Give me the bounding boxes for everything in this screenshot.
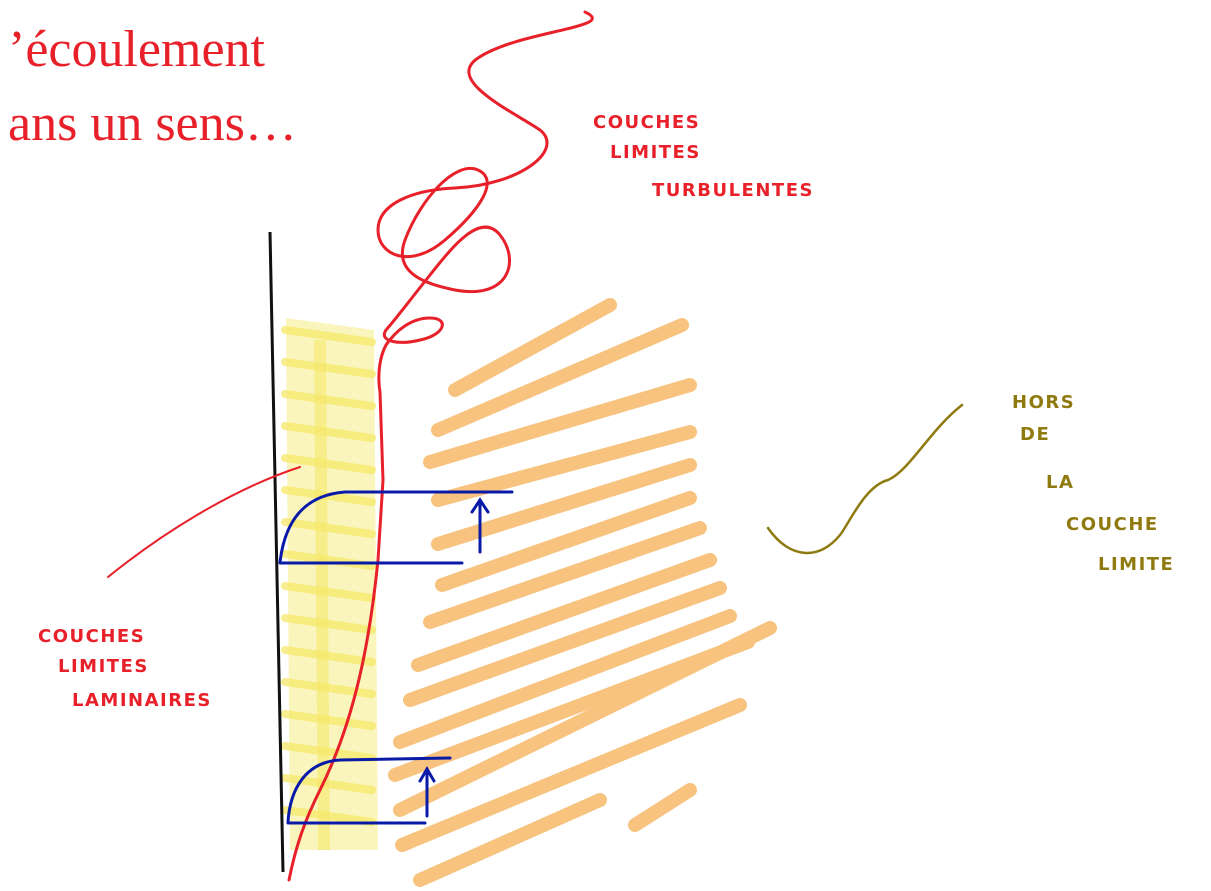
outside-label-line-2: DE	[1020, 424, 1050, 445]
laminar-label: COUCHES LIMITES LAMINAIRES	[38, 626, 212, 711]
turbulent-label: COUCHES LIMITES TURBULENTES	[593, 112, 814, 201]
laminar-layer-highlight	[281, 318, 378, 851]
turbulent-label-line-3: TURBULENTES	[652, 180, 814, 201]
outer-flow-hatching	[388, 298, 777, 887]
turbulent-label-line-2: LIMITES	[610, 142, 701, 163]
outside-label-line-4: COUCHE	[1066, 514, 1159, 535]
laminar-label-line-3: LAMINAIRES	[72, 690, 212, 711]
laminar-label-line-1: COUCHES	[38, 626, 145, 647]
laminar-pointer-line	[107, 466, 301, 578]
wall-line	[268, 231, 285, 873]
turbulent-label-line-1: COUCHES	[593, 112, 700, 133]
laminar-label-line-2: LIMITES	[58, 656, 149, 677]
turbulent-squiggle	[287, 10, 594, 882]
slide-title-line-1: ’écoulement	[8, 21, 265, 78]
outside-label: HORS DE LA COUCHE LIMITE	[1012, 392, 1174, 575]
outside-label-line-1: HORS	[1012, 392, 1075, 413]
velocity-profiles	[278, 490, 514, 825]
outside-label-line-5: LIMITE	[1098, 554, 1174, 575]
slide-title-line-2: ans un sens…	[8, 95, 297, 152]
outside-pointer-curve	[766, 403, 964, 555]
outside-label-line-3: LA	[1046, 472, 1074, 493]
